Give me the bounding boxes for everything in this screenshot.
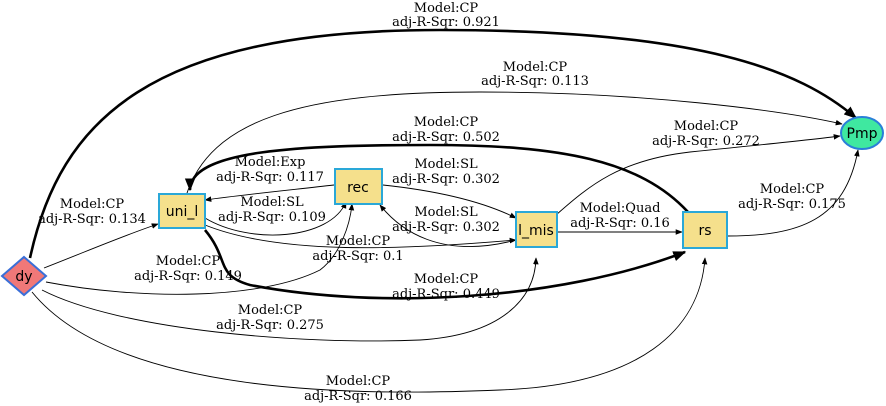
- edge-label-dy-rs-fit: adj-R-Sqr: 0.166: [304, 389, 412, 404]
- edge-label-dy-uni-fit: adj-R-Sqr: 0.134: [38, 212, 146, 227]
- edge-label-lmis-pmp-fit: adj-R-Sqr: 0.272: [652, 134, 760, 149]
- edge-uni-rec: [204, 201, 347, 236]
- edge-label-rec-uni-model: Model:Exp: [235, 155, 306, 170]
- edge-label-uni-rs-model: Model:CP: [414, 272, 479, 287]
- edge-label-rs-pmp-fit: adj-R-Sqr: 0.175: [738, 197, 846, 212]
- node-rs-label: rs: [698, 223, 711, 239]
- node-dy-shape: [0, 255, 48, 297]
- edge-label-uni-pmp-fit: adj-R-Sqr: 0.113: [481, 74, 589, 89]
- edge-dy-rs: [31, 257, 708, 393]
- node-uni-l[interactable]: uni_l: [158, 193, 206, 229]
- edge-label-dy-lmis-fit: adj-R-Sqr: 0.275: [216, 318, 324, 333]
- node-pmp-ellipse: [840, 116, 884, 150]
- edge-label-rec-lmis-fit: adj-R-Sqr: 0.302: [392, 172, 500, 187]
- edge-label-uni-rec-fit: adj-R-Sqr: 0.109: [218, 210, 326, 225]
- edge-label-dy-rec-fit: adj-R-Sqr: 0.149: [134, 269, 242, 284]
- node-dy-label: dy: [15, 269, 32, 285]
- edge-label-uni-lmis-fit: adj-R-Sqr: 0.1: [312, 249, 403, 264]
- edge-label-uni-lmis-model: Model:CP: [326, 234, 391, 249]
- edge-label-dy-pmp-fit: adj-R-Sqr: 0.921: [392, 15, 500, 30]
- edge-dy-pmp: [28, 28, 857, 259]
- edge-dy-uni: [43, 223, 159, 269]
- node-rec[interactable]: rec: [334, 168, 383, 205]
- edge-label-lmis-rs-fit: adj-R-Sqr: 0.16: [570, 216, 670, 231]
- edge-label-dy-lmis-model: Model:CP: [238, 303, 303, 318]
- node-dy[interactable]: dy: [0, 255, 48, 297]
- edge-label-dy-rec-model: Model:CP: [156, 254, 221, 269]
- node-pmp-label: Pmp: [847, 126, 878, 142]
- edge-lmis-pmp: [555, 134, 841, 216]
- node-rs-box: [682, 211, 728, 249]
- edge-rec-uni: [204, 184, 335, 202]
- edge-label-lmis-rec-fit: adj-R-Sqr: 0.302: [392, 220, 500, 235]
- node-uni-l-label: uni_l: [166, 204, 199, 220]
- edge-label-dy-uni-model: Model:CP: [60, 197, 125, 212]
- edge-rs-pmp: [726, 149, 860, 237]
- edge-label-uni-pmp-model: Model:CP: [503, 60, 568, 75]
- edge-label-dy-rs-model: Model:CP: [326, 374, 391, 389]
- edge-uni-pmp: [185, 91, 843, 197]
- node-uni-l-box: [158, 193, 206, 229]
- node-l-mis-box: [515, 211, 558, 248]
- node-pmp[interactable]: Pmp: [840, 116, 884, 150]
- edge-label-uni-rec-model: Model:SL: [240, 195, 304, 210]
- edge-dy-rec: [45, 203, 355, 295]
- edge-label-rs-pmp-model: Model:CP: [760, 182, 825, 197]
- edge-label-lmis-pmp-model: Model:CP: [674, 119, 739, 134]
- edge-label-rs-uni-fit: adj-R-Sqr: 0.502: [392, 130, 500, 145]
- edge-lmis-rec: [379, 204, 517, 247]
- edge-label-rs-uni-model: Model:CP: [414, 115, 479, 130]
- edge-uni-rs: [204, 229, 687, 300]
- edge-label-rec-lmis-model: Model:SL: [414, 157, 478, 172]
- edge-label-rec-uni-fit: adj-R-Sqr: 0.117: [216, 170, 324, 185]
- edge-label-lmis-rs-model: Model:Quad: [580, 201, 661, 216]
- node-rs[interactable]: rs: [682, 211, 728, 249]
- edge-uni-lmis: [204, 224, 517, 249]
- edge-label-lmis-rec-model: Model:SL: [414, 205, 478, 220]
- node-rec-label: rec: [347, 180, 369, 196]
- edge-dy-lmis: [41, 257, 539, 342]
- node-rec-box: [334, 168, 383, 205]
- node-l-mis-label: l_mis: [518, 223, 554, 239]
- edge-label-uni-rs-fit: adj-R-Sqr: 0.449: [392, 287, 500, 302]
- edge-rs-uni: [184, 143, 689, 213]
- edge-rec-lmis: [382, 184, 517, 219]
- edge-label-dy-pmp-model: Model:CP: [414, 1, 479, 16]
- node-l-mis[interactable]: l_mis: [515, 211, 558, 248]
